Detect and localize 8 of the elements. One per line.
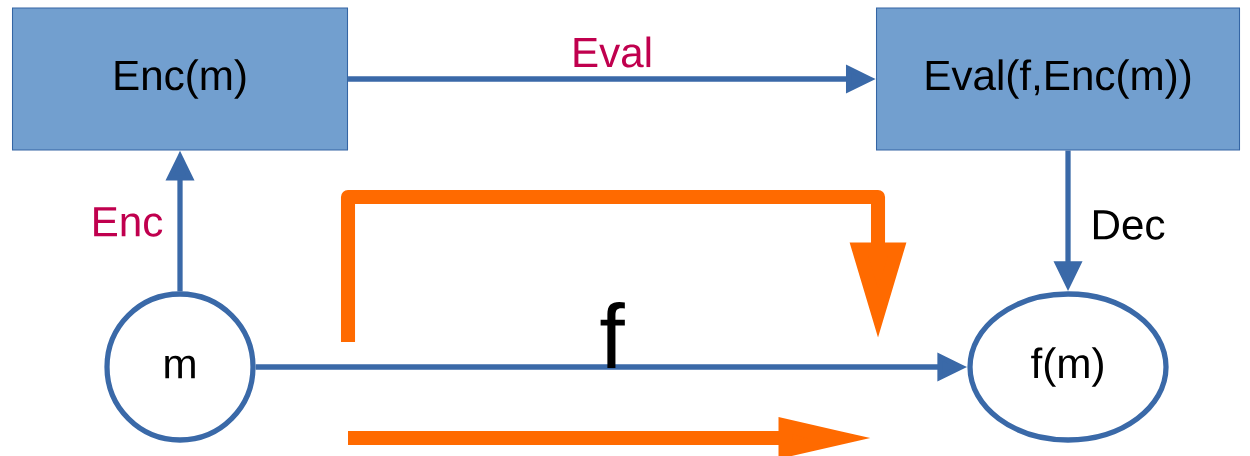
process-box: Enc(m) <box>11 7 349 151</box>
circle-node: m <box>104 291 256 443</box>
ellipse-node: f(m) <box>967 291 1169 443</box>
edge-label: Dec <box>1094 210 1165 240</box>
edge-label: f <box>600 301 625 369</box>
edge-label: Eval <box>574 36 651 68</box>
process-box: Eval(f,Enc(m)) <box>876 7 1241 151</box>
edge-label: Enc <box>94 207 163 237</box>
